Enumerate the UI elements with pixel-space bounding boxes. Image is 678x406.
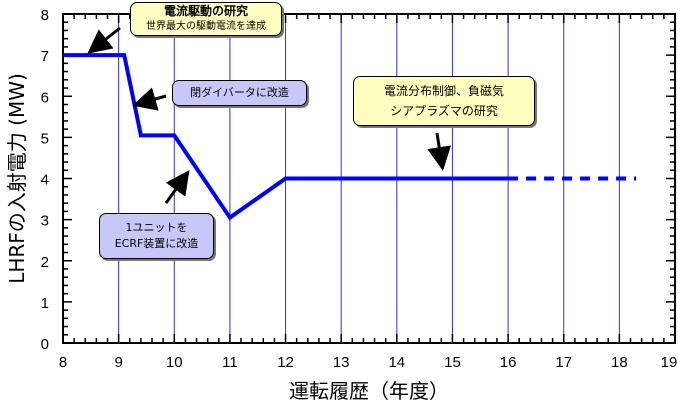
- annotation-line: 1ユニットを: [125, 221, 188, 234]
- arrow-icon: [87, 26, 121, 54]
- series-line-actual: [63, 53, 509, 221]
- x-tick-label: 10: [166, 354, 183, 371]
- annotation-line: 世界最大の駆動電流を達成: [146, 21, 266, 32]
- annotation-closed-divertor: 閉ダイバータに改造: [172, 80, 307, 106]
- y-tick-label: 0: [41, 336, 49, 353]
- y-tick-label: 7: [41, 48, 49, 65]
- x-tick-label: 16: [500, 354, 517, 371]
- annotation-line: 電流駆動の研究: [163, 4, 248, 18]
- y-axis-label: LHRFの入射電力 (MW): [5, 73, 29, 284]
- annotation-line: 電流分布制御、負磁気: [383, 84, 504, 98]
- y-tick-label: 2: [41, 254, 49, 271]
- annotation-line: シアプラズマの研究: [390, 104, 498, 118]
- x-tick-label: 18: [611, 354, 628, 371]
- y-tick-label: 6: [41, 89, 49, 106]
- y-tick-label: 3: [41, 213, 49, 230]
- y-tick-label: 5: [41, 130, 49, 147]
- y-tick-label: 8: [41, 7, 49, 24]
- annotation-current-profile: 電流分布制御、負磁気 シアプラズマの研究: [353, 76, 535, 126]
- y-tick-label: 1: [41, 295, 49, 312]
- annotation-current-drive: 電流駆動の研究 世界最大の駆動電流を達成: [130, 2, 282, 36]
- y-tick-label: 4: [41, 172, 49, 189]
- x-tick-label: 9: [114, 354, 122, 371]
- x-tick-label: 14: [388, 354, 405, 371]
- x-tick-label: 19: [661, 354, 678, 371]
- arrow-icon: [427, 132, 452, 171]
- x-tick-label: 8: [59, 354, 67, 371]
- annotation-line: ECRF装置に改造: [114, 237, 199, 250]
- annotation-line: 閉ダイバータに改造: [190, 86, 289, 99]
- x-tick-label: 11: [222, 354, 238, 371]
- arrow-icon: [132, 87, 167, 111]
- annotation-ecrf: 1ユニットを ECRF装置に改造: [99, 213, 214, 259]
- x-tick-label: 17: [555, 354, 572, 371]
- x-tick-label: 15: [444, 354, 461, 371]
- arrow-icon: [164, 170, 190, 204]
- x-axis-label: 運転履歴（年度）: [289, 379, 449, 403]
- x-tick-label: 12: [277, 354, 294, 371]
- x-tick-label: 13: [333, 354, 350, 371]
